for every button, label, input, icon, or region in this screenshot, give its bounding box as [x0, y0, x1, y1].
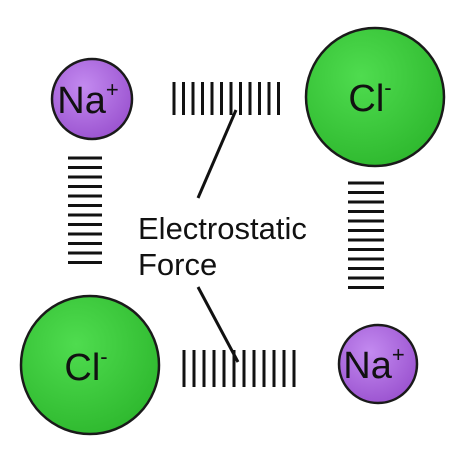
ion-charge: +	[392, 342, 405, 367]
ion-charge: -	[384, 75, 391, 100]
svg-text:Cl-: Cl-	[348, 75, 391, 120]
sodium-ion-bottom-right: Na+	[337, 323, 419, 405]
bond-bars-bottom	[182, 350, 296, 387]
sodium-ion-circle	[337, 323, 419, 405]
chloride-ion-circle	[19, 294, 161, 436]
force-label-line2: Force	[138, 247, 217, 282]
ion-symbol: Na	[57, 80, 106, 122]
bond-bars-right	[348, 181, 384, 289]
ion-symbol: Na	[343, 345, 392, 387]
bond-bars-left	[68, 156, 102, 264]
chloride-ion-bottom-left: Cl-	[19, 294, 161, 436]
pointer-line-bottom	[196, 286, 240, 363]
ion-symbol: Cl	[348, 78, 384, 120]
chloride-ion-circle	[304, 26, 446, 168]
chloride-ion-top-right: Cl-	[304, 26, 446, 168]
sodium-ion-top-left: Na+	[50, 57, 134, 141]
pointer-line-top	[196, 109, 238, 199]
ion-symbol: Cl	[64, 347, 100, 389]
svg-text:Na+: Na+	[57, 77, 118, 122]
sodium-ion-circle	[50, 57, 134, 141]
svg-text:Cl-: Cl-	[64, 344, 107, 389]
bond-bars-top	[172, 82, 280, 115]
svg-text:Electrostatic Force: Electrostatic Force	[138, 211, 315, 282]
force-label-line1: Electrostatic	[138, 211, 307, 246]
svg-text:Na+: Na+	[343, 342, 404, 387]
ion-charge: +	[106, 77, 119, 102]
ion-charge: -	[100, 344, 107, 369]
